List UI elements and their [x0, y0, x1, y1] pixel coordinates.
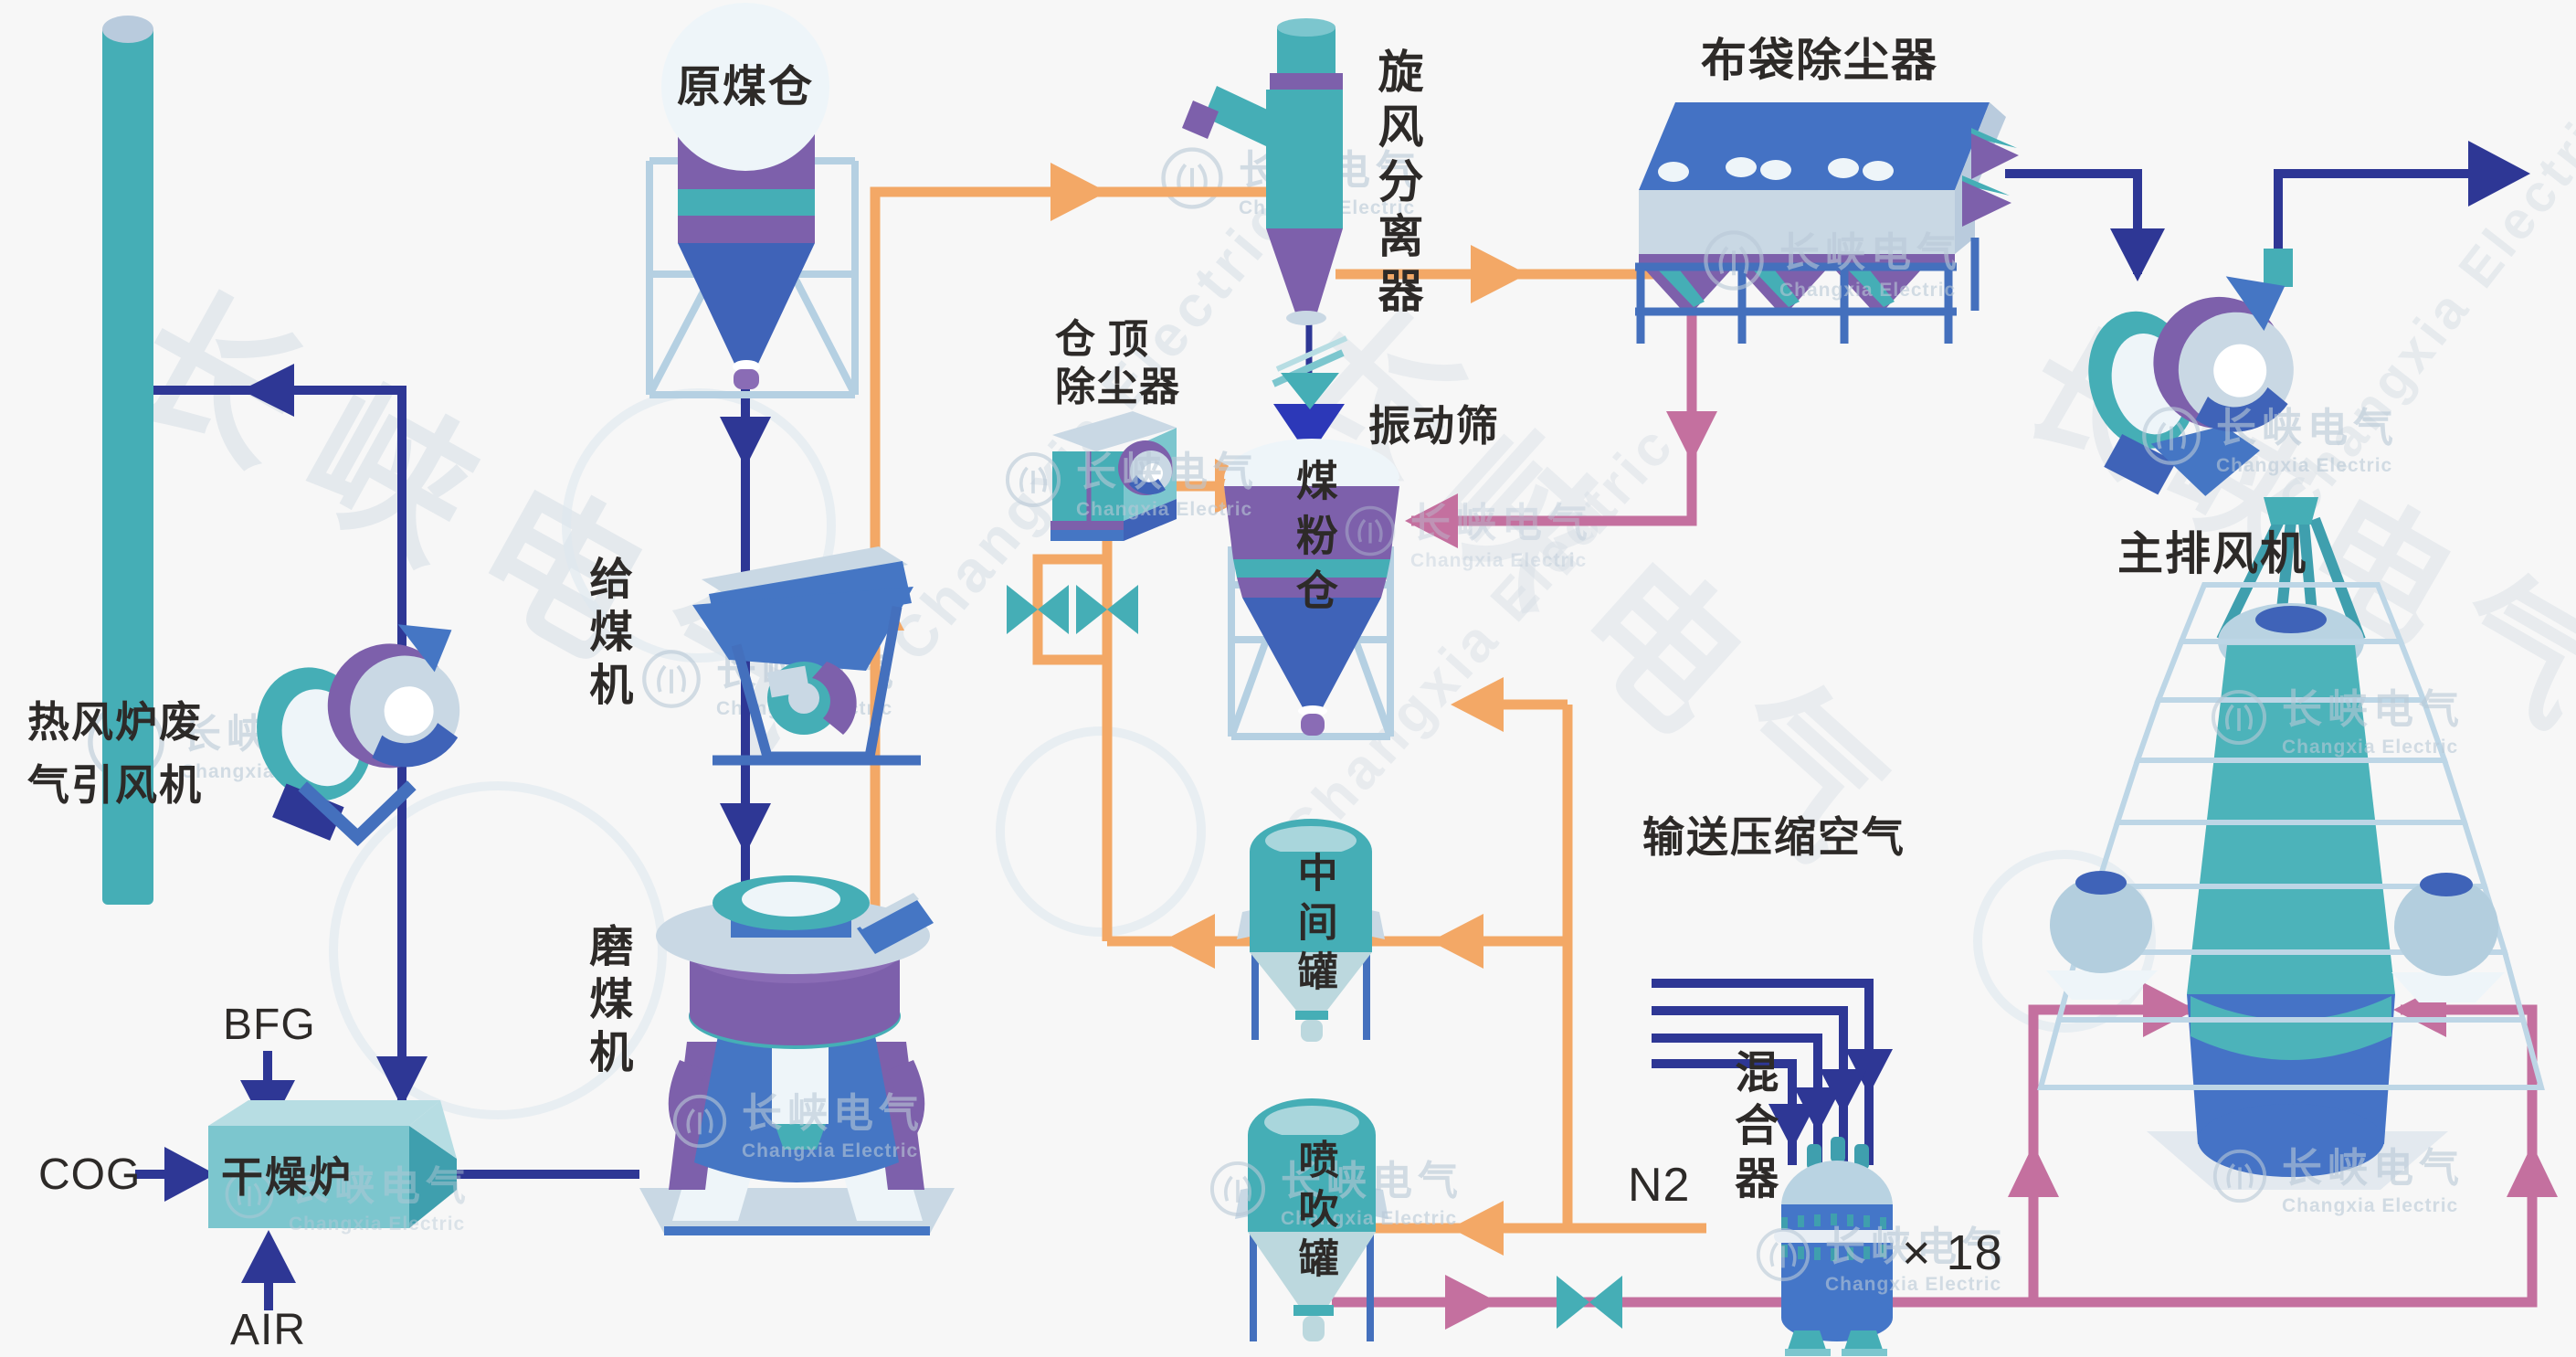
label-coal-powder-bunker: 煤粉仓: [1290, 459, 1338, 623]
label-injection-tank: 喷吹罐: [1292, 1139, 1337, 1287]
blast-furnace-platforms: [2037, 582, 2545, 1090]
label-main-exhaust-fan: 主排风机: [2117, 528, 2307, 579]
vibrating-screen: [1272, 335, 1348, 409]
bag-filter-hoppers: [1642, 267, 1924, 309]
label-raw-coal-bunker: 原煤仓: [676, 63, 814, 111]
label-bin-top-collector: 仓顶 除尘器: [1055, 317, 1181, 409]
stack-chimney: [102, 16, 153, 905]
label-coal-mill: 磨煤机: [582, 923, 631, 1082]
pipe-air-riser: [1451, 677, 1573, 1228]
label-mixer-count: × 18: [1902, 1225, 2003, 1280]
valve-vent-left: [1007, 585, 1069, 634]
pipe-bagfilter-fines-to-bunker: [1405, 302, 1717, 548]
pipe-fan-exhaust-out: [2274, 141, 2530, 274]
hot-stove-fan: [257, 624, 460, 846]
label-coal-feeder: 给煤机: [582, 556, 631, 715]
intermediate-tank: [1237, 819, 1385, 1042]
cyclone-separator: [1182, 18, 1343, 325]
coal-mill: [639, 875, 955, 1235]
pipe-waste-gas-from-stack: [153, 364, 428, 1142]
label-mixer: 混合器: [1727, 1049, 1777, 1208]
valve-injection-line: [1557, 1276, 1622, 1329]
coal-feeder: [692, 546, 921, 766]
pipe-bagfilter-to-fan: [2005, 169, 2165, 281]
arrow-air-in: [241, 1230, 296, 1310]
bag-filter: [1635, 102, 2019, 344]
mixer: [1774, 1137, 1900, 1356]
hot-blast-stove-left: [2046, 871, 2158, 1000]
main-exhaust-fan: [2088, 249, 2294, 496]
label-drying-furnace: 干燥炉: [221, 1153, 353, 1201]
label-air: AIR: [230, 1306, 307, 1354]
label-cog: COG: [38, 1150, 142, 1199]
label-hot-stove-fan: 热风炉废 气引风机: [27, 698, 203, 809]
label-bfg: BFG: [223, 1001, 316, 1049]
blast-furnace: [2037, 497, 2545, 1190]
label-intermediate-tank: 中间罐: [1291, 852, 1336, 1000]
label-cyclone-separator: 旋风分离器: [1371, 48, 1423, 322]
pipe-injection-line: [1332, 982, 2558, 1330]
coal-powder-bunker: [1224, 439, 1399, 740]
pipe-n2-supply: [1370, 1201, 1706, 1256]
bag-filter-outlet-cones: [1962, 128, 2019, 227]
label-compressed-air: 输送压缩空气: [1642, 813, 1906, 861]
bin-top-dust-collector: [1050, 411, 1177, 541]
raw-coal-bunker-label-circle: [661, 3, 829, 171]
hot-blast-stove-right: [2391, 873, 2505, 1002]
label-vibrating-screen: 振动筛: [1368, 402, 1500, 450]
injection-tank: [1235, 1098, 1388, 1341]
drying-furnace: [208, 1100, 457, 1228]
arrow-cog-in: [135, 1147, 216, 1202]
raw-coal-bunker: [646, 3, 859, 398]
label-n2: N2: [1628, 1159, 1691, 1212]
pipe-compressed-air-bus: [1652, 979, 1893, 1165]
valve-vent-right: [1076, 585, 1138, 634]
pipe-cyclone-to-bagfilter: [1336, 245, 1657, 303]
label-bag-filter: 布袋除尘器: [1701, 35, 1938, 86]
